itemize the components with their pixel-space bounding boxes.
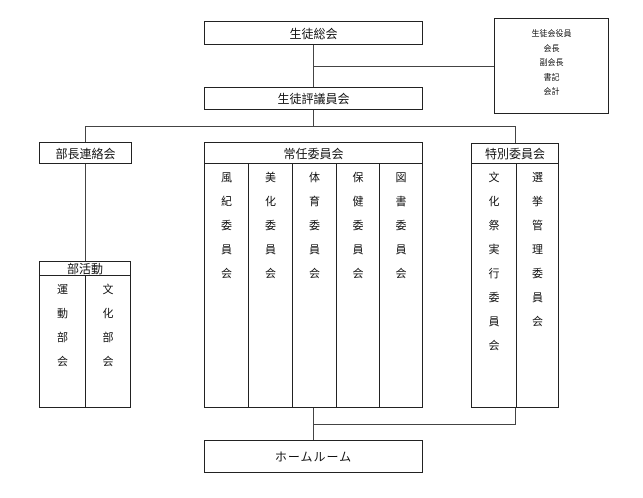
committee-column-library: 図書委員会 [379,164,422,407]
club-activities-label: 部活動 [66,262,103,276]
committee-column-festival: 文化祭実行委員会 [472,164,516,407]
committee-discipline-label: 風紀委員会 [221,171,232,280]
special-committee-box: 特別委員会 文化祭実行委員会 選挙管理委員会 [471,143,559,408]
standing-committee-columns: 風紀委員会 美化委員会 体育委員会 保健委員会 図書委員会 [205,164,422,407]
standing-committee-label: 常任委員会 [283,146,344,161]
committee-sports-label: 体育委員会 [309,171,320,280]
committee-library-label: 図書委員会 [395,171,407,280]
committee-column-health: 保健委員会 [336,164,379,407]
committee-column-beautification: 美化委員会 [248,164,292,407]
officer-secretary: 書記 [543,72,560,82]
connector-to-club-leaders [85,126,86,142]
officers-list: 生徒会役員 会長 副会長 書記 会計 [495,27,608,100]
officer-treasurer: 会計 [543,87,560,96]
connector-leaders-clubs [85,164,86,261]
special-committee-label: 特別委員会 [484,147,545,161]
club-leaders-label: 部長連絡会 [55,146,116,161]
committee-column-discipline: 風紀委員会 [205,164,248,407]
committee-column-sports: 体育委員会 [292,164,336,407]
standing-committee-box: 常任委員会 風紀委員会 美化委員会 体育委員会 保健委員会 図書委員会 [204,142,423,408]
connector-to-special [515,126,516,143]
standing-committee-header: 常任委員会 [205,143,422,164]
club-athletic-label: 運動部会 [57,283,68,368]
club-activities-box: 部活動 運動部会 文化部会 [39,261,131,408]
general-assembly-box: 生徒総会 [204,21,423,45]
connector-standing-homeroom [313,407,314,440]
connector-officers [313,66,495,67]
committee-festival-label: 文化祭実行委員会 [488,171,500,352]
officer-president: 会長 [543,43,560,53]
committee-beautification-label: 美化委員会 [265,171,276,280]
committee-column-election: 選挙管理委員会 [516,164,558,407]
club-cultural-label: 文化部会 [102,283,114,368]
special-committee-header: 特別委員会 [472,144,558,164]
connector-council-down [313,110,314,126]
connector-branch-top [85,126,516,127]
club-activities-header: 部活動 [40,262,130,276]
homeroom-label: ホームルーム [274,450,353,464]
club-column-cultural: 文化部会 [85,276,130,407]
club-column-athletic: 運動部会 [40,276,85,407]
officers-box: 生徒会役員 会長 副会長 書記 会計 [494,18,609,114]
committee-health-label: 保健委員会 [352,171,364,280]
special-committee-columns: 文化祭実行委員会 選挙管理委員会 [472,164,558,407]
officers-title: 生徒会役員 [531,29,572,38]
club-leaders-box: 部長連絡会 [39,142,132,164]
club-activities-columns: 運動部会 文化部会 [40,276,130,407]
student-council-box: 生徒評議員会 [204,87,423,110]
officer-vice-president: 副会長 [539,58,564,67]
connector-special-down [515,407,516,424]
student-council-label: 生徒評議員会 [277,92,350,106]
connector-special-homeroom [313,424,516,425]
committee-election-label: 選挙管理委員会 [532,171,543,328]
general-assembly-label: 生徒総会 [289,26,338,41]
homeroom-box: ホームルーム [204,440,423,473]
